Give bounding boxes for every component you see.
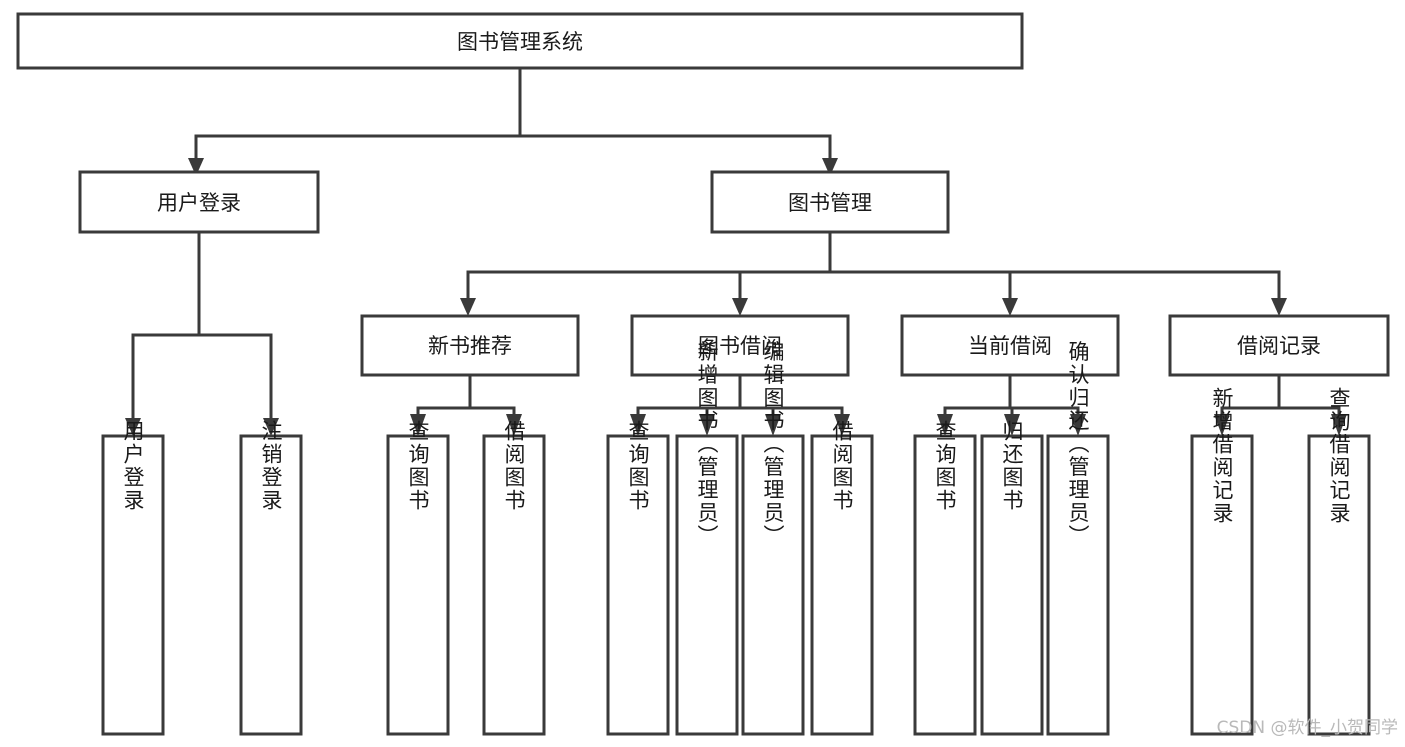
- node-root[interactable]: 图书管理系统: [16, 12, 1024, 70]
- arrowhead-leaf-confirm-return: [1070, 414, 1086, 436]
- node-leaf-borrow-book-2-box[interactable]: [810, 434, 874, 736]
- node-book-borrow-label: 图书借阅: [698, 334, 782, 358]
- node-book-manage-label: 图书管理: [788, 191, 872, 215]
- node-new-book-recommend-box[interactable]: [360, 314, 580, 377]
- node-leaf-query-book-2[interactable]: 查询图书: [606, 420, 670, 736]
- node-leaf-user-logout-box[interactable]: [239, 434, 303, 736]
- node-leaf-query-book-3[interactable]: 查询图书: [913, 420, 977, 736]
- node-root-box[interactable]: [16, 12, 1024, 70]
- arrowhead-new-book-recommend: [460, 298, 476, 316]
- node-leaf-query-record-label: 查询借阅记录: [1327, 387, 1351, 525]
- arrowhead-leaf-query-book-2: [630, 414, 646, 436]
- node-user-login-box[interactable]: [78, 170, 320, 234]
- node-current-borrow-box[interactable]: [900, 314, 1120, 377]
- node-root-label: 图书管理系统: [457, 30, 583, 54]
- arrowhead-book-manage: [822, 158, 838, 176]
- node-leaf-query-book-1-label: 查询图书: [406, 420, 430, 512]
- csdn-watermark: CSDN @软件_小贺同学: [1217, 718, 1398, 738]
- arrowhead-leaf-borrow-book-2: [834, 414, 850, 436]
- connector-user-login-to-leaves: [131, 230, 273, 422]
- connector-new-book-to-leaves: [416, 373, 516, 422]
- node-leaf-add-book-label: 新增图书（管理员）: [695, 341, 719, 548]
- connector-root-to-level1: [194, 66, 832, 162]
- node-leaf-user-logout-label: 注销登录: [259, 420, 283, 512]
- node-book-borrow-box[interactable]: [630, 314, 850, 377]
- node-borrow-record-box[interactable]: [1168, 314, 1390, 377]
- node-leaf-edit-book-label: 编辑图书（管理员）: [761, 341, 785, 548]
- connector-layer: [125, 66, 1347, 436]
- node-leaf-query-book-1[interactable]: 查询图书: [386, 420, 450, 736]
- node-current-borrow-label: 当前借阅: [968, 334, 1052, 358]
- node-leaf-query-book-1-box[interactable]: [386, 434, 450, 736]
- node-borrow-record-label: 借阅记录: [1237, 334, 1321, 358]
- node-leaf-user-login-box[interactable]: [101, 434, 165, 736]
- node-leaf-add-record-box[interactable]: [1190, 434, 1254, 736]
- node-leaf-return-book[interactable]: 归还图书: [980, 420, 1044, 736]
- arrowhead-leaf-add-record: [1214, 414, 1230, 436]
- arrowhead-book-borrow: [732, 298, 748, 316]
- arrowhead-leaf-add-book: [699, 414, 715, 436]
- connector-current-borrow-to-leaves: [943, 373, 1080, 422]
- node-leaf-query-book-3-label: 查询图书: [933, 420, 957, 512]
- arrowhead-leaf-query-book-3: [937, 414, 953, 436]
- node-leaf-borrow-book-1-box[interactable]: [482, 434, 546, 736]
- node-leaf-confirm-return-label: 确认归还（管理员）: [1066, 341, 1090, 548]
- arrowhead-leaf-borrow-book-1: [506, 414, 522, 436]
- node-leaf-confirm-return[interactable]: 确认归还（管理员）: [1046, 341, 1110, 736]
- arrowhead-current-borrow: [1002, 298, 1018, 316]
- node-leaf-edit-book-box[interactable]: [741, 434, 805, 736]
- node-leaf-return-book-label: 归还图书: [1000, 420, 1024, 512]
- node-book-manage[interactable]: 图书管理: [710, 170, 950, 234]
- node-new-book-recommend[interactable]: 新书推荐: [360, 314, 580, 377]
- node-leaf-query-book-3-box[interactable]: [913, 434, 977, 736]
- node-leaf-query-book-2-box[interactable]: [606, 434, 670, 736]
- node-book-manage-box[interactable]: [710, 170, 950, 234]
- node-borrow-record[interactable]: 借阅记录: [1168, 314, 1390, 377]
- connector-book-manage-to-level2: [466, 230, 1281, 302]
- node-leaf-confirm-return-box[interactable]: [1046, 434, 1110, 736]
- node-leaf-add-book[interactable]: 新增图书（管理员）: [675, 341, 739, 736]
- node-leaf-user-login[interactable]: 用户登录: [101, 420, 165, 736]
- node-leaf-add-book-box[interactable]: [675, 434, 739, 736]
- arrowhead-user-login: [188, 158, 204, 176]
- node-leaf-borrow-book-1-label: 借阅图书: [502, 420, 526, 512]
- node-leaf-add-record-label: 新增借阅记录: [1210, 387, 1234, 525]
- node-leaf-user-logout[interactable]: 注销登录: [239, 420, 303, 736]
- node-leaf-borrow-book-2[interactable]: 借阅图书: [810, 420, 874, 736]
- node-current-borrow[interactable]: 当前借阅: [900, 314, 1120, 377]
- node-leaf-return-book-box[interactable]: [980, 434, 1044, 736]
- arrowhead-leaf-edit-book: [765, 414, 781, 436]
- node-user-login-label: 用户登录: [157, 191, 241, 215]
- arrowhead-leaf-return-book: [1004, 414, 1020, 436]
- node-leaf-add-record[interactable]: 新增借阅记录: [1190, 387, 1254, 736]
- arrowhead-leaf-user-logout: [263, 418, 279, 436]
- node-leaf-query-record-box[interactable]: [1307, 434, 1371, 736]
- node-book-borrow[interactable]: 图书借阅: [630, 314, 850, 377]
- node-new-book-recommend-label: 新书推荐: [428, 334, 512, 358]
- node-user-login[interactable]: 用户登录: [78, 170, 320, 234]
- arrowhead-leaf-query-record: [1331, 414, 1347, 436]
- arrowhead-leaf-user-login: [125, 418, 141, 436]
- node-leaf-user-login-label: 用户登录: [121, 420, 145, 512]
- node-leaf-borrow-book-2-label: 借阅图书: [830, 420, 854, 512]
- connector-book-borrow-to-leaves: [636, 373, 844, 422]
- arrowhead-borrow-record: [1271, 298, 1287, 316]
- node-leaf-edit-book[interactable]: 编辑图书（管理员）: [741, 341, 805, 736]
- connector-borrow-record-to-leaves: [1220, 373, 1341, 422]
- node-leaf-borrow-book-1[interactable]: 借阅图书: [482, 420, 546, 736]
- node-leaf-query-record[interactable]: 查询借阅记录: [1307, 387, 1371, 736]
- node-leaf-query-book-2-label: 查询图书: [626, 420, 650, 512]
- arrowhead-leaf-query-book-1: [410, 414, 426, 436]
